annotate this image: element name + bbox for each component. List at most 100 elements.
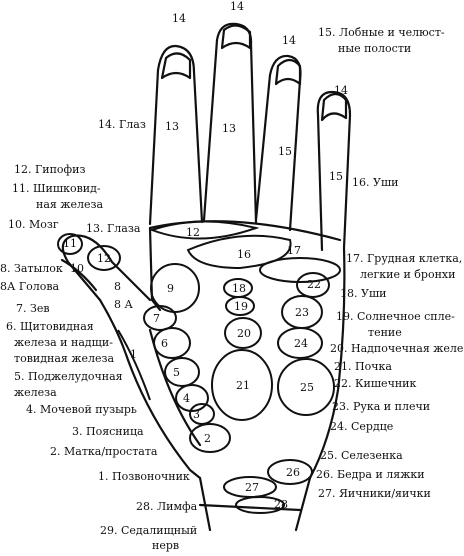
zone-13-shape	[149, 220, 260, 240]
zone-23-shape	[296, 272, 330, 298]
zone-7-shape	[143, 305, 177, 331]
zone-num-4: 4	[183, 392, 190, 405]
zone-num-7: 7	[153, 312, 160, 325]
zone-num-17: 16	[237, 248, 251, 261]
zone-num-9: 9	[167, 282, 174, 295]
zone-num-27: 26	[286, 466, 300, 479]
zone-num-15-b: 14	[230, 0, 244, 13]
zone-26-shape	[277, 358, 335, 416]
label-8a: 8А Голова	[0, 280, 60, 293]
label-1: 1. Позвоночник	[98, 470, 190, 483]
zone-num-6: 6	[161, 337, 168, 350]
zone-5-shape	[164, 357, 200, 387]
label-12: 12. Гипофиз	[14, 163, 86, 176]
little-finger-outline	[316, 90, 352, 252]
label-24: 24. Сердце	[330, 420, 393, 433]
zone-num-8a: 8 А	[114, 298, 133, 311]
zone-num-10: 10	[70, 262, 84, 275]
zone-num-24: 23	[295, 306, 309, 319]
label-17-line1: 17. Грудная клетка,	[346, 252, 462, 265]
middle-nail	[220, 24, 252, 50]
label-4: 4. Мочевой пузырь	[26, 403, 137, 416]
zone-9-shape	[150, 263, 200, 313]
zone-num-16-b: 15	[329, 170, 343, 183]
label-6-line3: товидная железа	[14, 352, 114, 365]
zone-11-shape	[57, 233, 83, 255]
zone-4-shape	[175, 384, 209, 412]
zone-22-shape	[211, 349, 273, 421]
index-nail	[160, 52, 192, 80]
zone-num-14-b: 13	[222, 122, 236, 135]
label-27: 27. Яичники/яички	[318, 487, 431, 500]
label-8: 8. Затылок	[0, 262, 63, 275]
zone-num-15-a: 14	[172, 12, 186, 25]
label-29-line1: 29. Седалищный	[100, 524, 197, 537]
zone-num-15-c: 14	[282, 34, 296, 47]
zone-num-1: 1	[130, 348, 137, 361]
index-finger-outline	[148, 44, 204, 226]
zone-num-20: 19	[234, 300, 248, 313]
zone-20-shape	[225, 296, 255, 316]
label-5-line2: железа	[14, 386, 57, 399]
palm-left-edge	[148, 226, 162, 312]
zone-num-2: 2	[204, 432, 211, 445]
zone-18-shape	[259, 257, 341, 283]
label-14: 14. Глаз	[98, 118, 146, 131]
zone-3-shape	[189, 403, 215, 425]
label-17-line2: легкие и бронхи	[360, 268, 455, 281]
label-6-line2: железа и надщи-	[14, 336, 113, 349]
label-26: 26. Бедра и ляжки	[316, 468, 425, 481]
label-5-line1: 5. Поджелудочная	[14, 370, 123, 383]
zone-num-18: 17	[287, 244, 301, 257]
zone-num-15-d: 14	[334, 84, 348, 97]
little-nail	[320, 92, 348, 122]
zone-num-5: 5	[173, 366, 180, 379]
zone-num-8: 8	[114, 280, 121, 293]
label-15-line1: 15. Лобные и челюст-	[318, 26, 445, 39]
label-10: 10. Мозг	[8, 218, 59, 231]
zone-29-shape	[235, 496, 285, 514]
zone-num-16-a: 15	[278, 145, 292, 158]
zone-1-line	[117, 329, 151, 401]
label-18: 18. Уши	[340, 287, 387, 300]
zone-num-12: 12	[97, 252, 111, 265]
label-20: 20. Надпочечная железа	[330, 342, 464, 355]
label-3: 3. Поясница	[72, 425, 144, 438]
thumb-outline	[61, 234, 152, 362]
label-21: 21. Почка	[334, 360, 392, 373]
zone-17-shape	[186, 234, 292, 270]
ring-nail	[274, 58, 302, 86]
zone-num-25: 24	[294, 337, 308, 350]
zone-12-shape	[87, 245, 121, 271]
zone-num-13: 12	[186, 226, 200, 239]
label-2: 2. Матка/простата	[50, 445, 158, 458]
label-25: 25. Селезенка	[320, 449, 403, 462]
label-19-line2: тение	[368, 326, 402, 339]
zone-num-19: 18	[232, 282, 246, 295]
zone-num-3: 3	[193, 408, 200, 421]
thumb-inner	[60, 258, 98, 292]
palm-right-edge	[308, 246, 346, 480]
label-11-line2: ная железа	[36, 198, 103, 211]
label-15-line2: ные полости	[338, 42, 411, 55]
label-6-line1: 6. Щитовидная	[6, 320, 94, 333]
label-19-line1: 19. Солнечное спле-	[336, 310, 455, 323]
label-13: 13. Глаза	[86, 222, 141, 235]
zone-num-22: 21	[236, 379, 250, 392]
zone-25-shape	[277, 327, 323, 359]
label-23: 23. Рука и плечи	[332, 400, 430, 413]
zone-2-shape	[189, 423, 231, 453]
zone-num-23: 22	[307, 278, 321, 291]
label-22: 22. Кишечник	[334, 377, 417, 390]
label-29-line2: нерв	[152, 539, 179, 552]
label-11-line1: 11. Шишковид-	[12, 182, 101, 195]
zone-num-28: 27	[245, 481, 259, 494]
zone-21-shape	[224, 317, 262, 349]
label-16: 16. Уши	[352, 176, 399, 189]
zone-num-21: 20	[237, 327, 251, 340]
zone-num-11: 11	[63, 237, 77, 250]
zone-num-29: 28	[274, 498, 288, 511]
zone-num-14-a: 13	[165, 120, 179, 133]
